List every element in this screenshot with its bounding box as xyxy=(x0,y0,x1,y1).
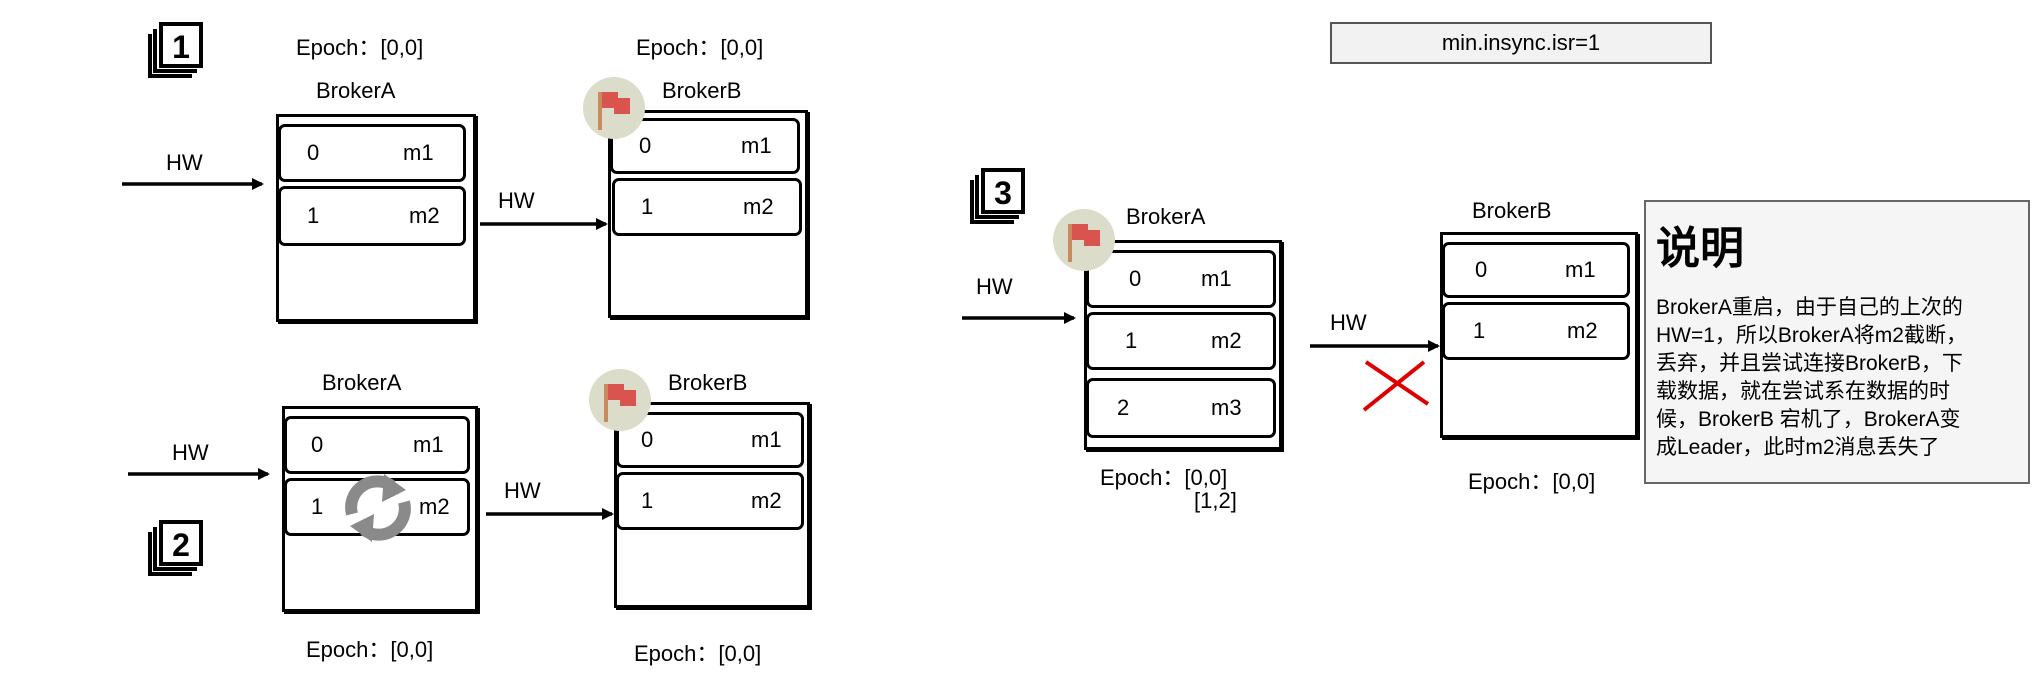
row-offset: 0 xyxy=(1475,257,1488,282)
panel3-hw-label-a: HW xyxy=(976,274,1013,299)
leader-flag-icon xyxy=(589,369,651,431)
row-offset: 0 xyxy=(307,140,320,165)
panel1-hw-label-b: HW xyxy=(498,188,535,213)
row-offset: 1 xyxy=(641,488,654,513)
row-offset: 0 xyxy=(639,133,652,158)
row-offset: 1 xyxy=(1125,328,1138,353)
row-message: m1 xyxy=(1565,257,1596,282)
row-offset: 2 xyxy=(1117,395,1130,420)
restart-sync-icon xyxy=(345,474,411,542)
panel1-brokerA-name: BrokerA xyxy=(316,78,396,103)
panel3-brokerA-epoch-2: [1,2] xyxy=(1194,488,1237,513)
leader-flag-icon xyxy=(583,77,645,139)
explanation-line-5: 候，BrokerB 宕机了，BrokerA变 xyxy=(1656,408,1961,431)
panel1-brokerB-epoch: Epoch：[0,0] xyxy=(636,35,764,60)
panel3-brokerB-row-0: 0 m1 xyxy=(1442,242,1630,298)
row-message: m2 xyxy=(751,488,782,513)
panel1-brokerA-epoch: Epoch：[0,0] xyxy=(296,35,424,60)
explanation-line-3: 丢弃，并且尝试连接BrokerB，下 xyxy=(1656,352,1963,375)
panel2-hw-label-b: HW xyxy=(504,478,541,503)
row-offset: 0 xyxy=(1129,266,1142,291)
panel1-brokerA-row-1: 1 m2 xyxy=(278,186,466,246)
row-message: m2 xyxy=(419,494,450,519)
panel3-brokerB-name: BrokerB xyxy=(1472,198,1552,223)
row-message: m1 xyxy=(1201,266,1232,291)
panel2-brokerA-row-0: 0 m1 xyxy=(284,416,470,474)
step-3-icon: 3 xyxy=(970,168,1025,224)
panel2-brokerA-epoch: Epoch：[0,0] xyxy=(306,637,434,662)
step-1-number: 1 xyxy=(172,29,190,65)
panel3-brokerA-row-0: 0 m1 xyxy=(1086,250,1276,308)
row-offset: 1 xyxy=(307,203,320,228)
explanation-line-2: HW=1，所以BrokerA将m2截断， xyxy=(1656,324,1967,347)
row-message: m3 xyxy=(1211,395,1242,420)
explanation-line-6: 成Leader，此时m2消息丢失了 xyxy=(1656,436,1940,459)
row-message: m1 xyxy=(751,427,782,452)
broker-down-cross-icon xyxy=(1362,360,1430,412)
row-offset: 1 xyxy=(1473,318,1486,343)
row-message: m2 xyxy=(1211,328,1242,353)
row-message: m1 xyxy=(403,140,434,165)
leader-flag-icon xyxy=(1053,209,1115,271)
step-2-icon: 2 xyxy=(148,520,203,576)
explanation-line-4: 载数据，就在尝试系在数据的时 xyxy=(1656,380,1950,403)
row-offset: 0 xyxy=(641,427,654,452)
panel2-brokerB-row-1: 1 m2 xyxy=(616,472,804,530)
explanation-line-1: BrokerA重启，由于自己的上次的 xyxy=(1656,296,1963,319)
panel1-brokerB-row-0: 0 m1 xyxy=(610,118,800,174)
panel3-brokerB-epoch: Epoch：[0,0] xyxy=(1468,469,1596,494)
row-offset: 1 xyxy=(311,494,324,519)
panel3-hw-label-b: HW xyxy=(1330,310,1367,335)
step-1-icon: 1 xyxy=(148,22,203,78)
panel2-brokerB-epoch: Epoch：[0,0] xyxy=(634,641,762,666)
panel2-brokerB-name: BrokerB xyxy=(668,370,748,395)
panel2-hw-label-a: HW xyxy=(172,440,209,465)
panel1-brokerA-row-0: 0 m1 xyxy=(278,124,466,182)
row-message: m1 xyxy=(741,133,772,158)
min-insync-config-label: min.insync.isr=1 xyxy=(1441,30,1601,55)
explanation-note: 说明 BrokerA重启，由于自己的上次的 HW=1，所以BrokerA将m2截… xyxy=(1644,200,2030,484)
panel2-brokerA-name: BrokerA xyxy=(322,370,402,395)
step-2-number: 2 xyxy=(172,527,190,563)
panel3-brokerA-row-1: 1 m2 xyxy=(1086,312,1276,370)
panel1-brokerB-row-1: 1 m2 xyxy=(612,178,802,236)
panel1-brokerB-name: BrokerB xyxy=(662,78,742,103)
panel1-hw-label-a: HW xyxy=(166,150,203,175)
explanation-title: 说明 xyxy=(1656,224,1744,273)
panel3-brokerA-name: BrokerA xyxy=(1126,204,1206,229)
panel2-brokerB-row-0: 0 m1 xyxy=(616,412,804,468)
step-3-number: 3 xyxy=(994,175,1012,211)
min-insync-config-box: min.insync.isr=1 xyxy=(1330,22,1712,64)
row-message: m2 xyxy=(409,203,440,228)
panel3-brokerA-row-2: 2 m3 xyxy=(1086,378,1276,438)
row-message: m2 xyxy=(1567,318,1598,343)
row-message: m2 xyxy=(743,194,774,219)
row-offset: 1 xyxy=(641,194,654,219)
panel3-brokerA-epoch: Epoch：[0,0] xyxy=(1100,465,1228,490)
row-offset: 0 xyxy=(311,432,324,457)
panel3-brokerB-row-1: 1 m2 xyxy=(1442,302,1630,360)
row-message: m1 xyxy=(413,432,444,457)
